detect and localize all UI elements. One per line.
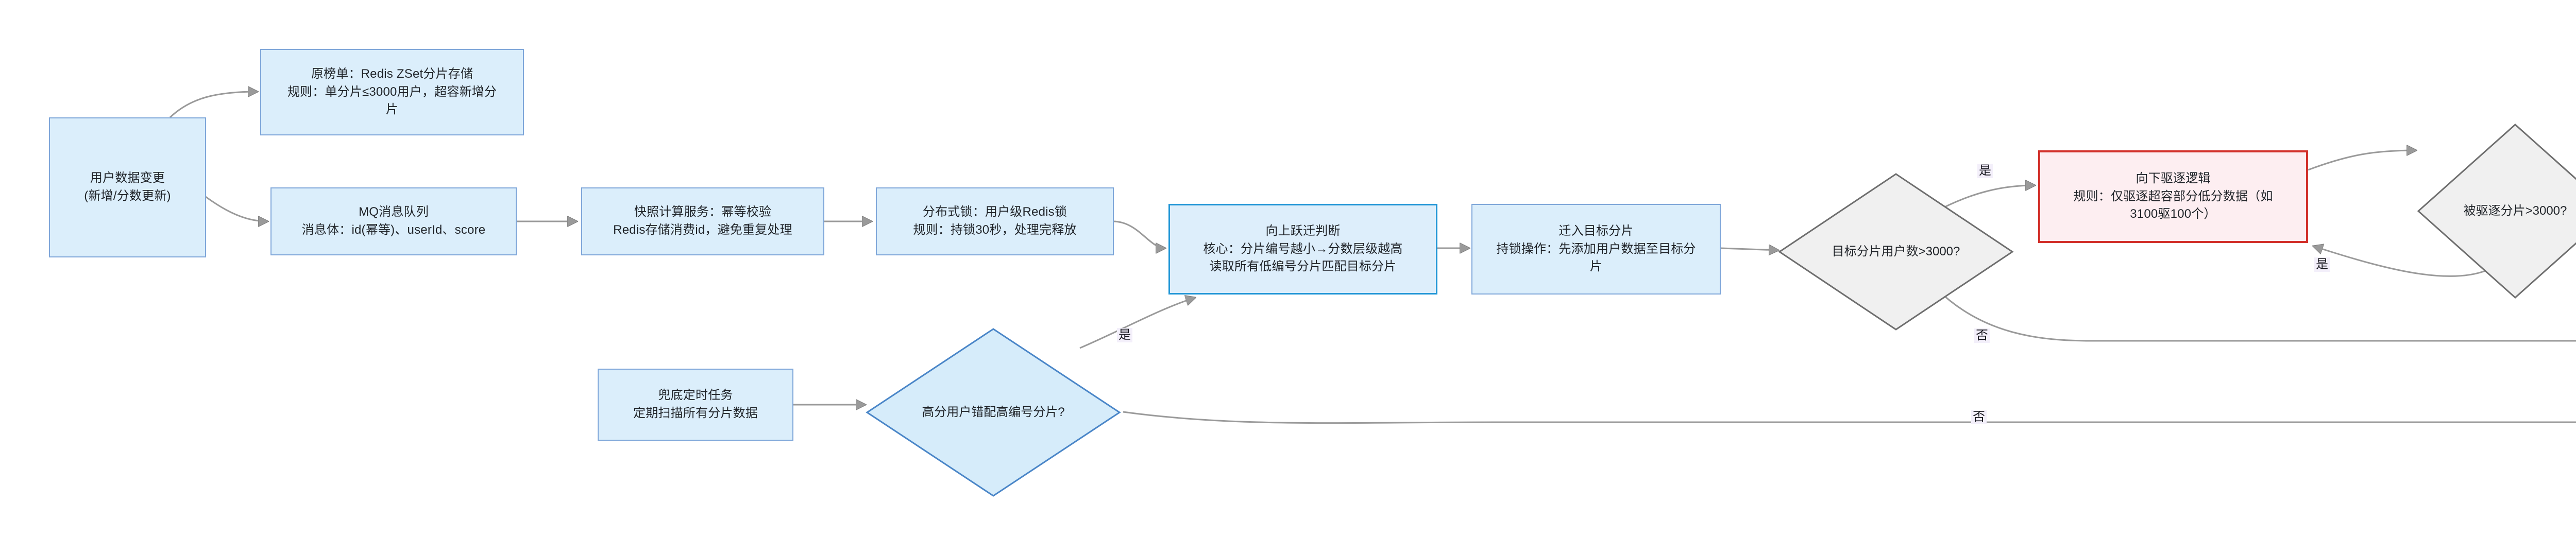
edge-label-mismatch-yes: 是 bbox=[1117, 328, 1132, 342]
node-target-shard-check[interactable]: 目标分片用户数>3000? bbox=[1777, 172, 2014, 332]
node-mq-queue[interactable]: MQ消息队列 消息体：id(幂等)、userId、score bbox=[270, 187, 517, 255]
target-shard-check-shape bbox=[1778, 173, 2014, 331]
node-distributed-lock-line1: 分布式锁：用户级Redis锁 bbox=[922, 205, 1067, 219]
node-mismatch-check[interactable]: 高分用户错配高编号分片? bbox=[866, 327, 1121, 497]
node-fallback-job-line2: 定期扫描所有分片数据 bbox=[633, 406, 758, 420]
node-snapshot-service-line2: Redis存储消费id，避免重复处理 bbox=[613, 223, 792, 237]
node-upward-promotion-line2: 核心：分片编号越小→分数层级越高 bbox=[1203, 241, 1403, 256]
node-distributed-lock-line2: 规则：持锁30秒，处理完释放 bbox=[913, 223, 1077, 237]
node-source-board-note-line1: 原榜单：Redis ZSet分片存储 bbox=[311, 66, 473, 81]
edge-downward-to-evicted bbox=[2308, 150, 2416, 171]
node-mismatch-check-label: 高分用户错配高编号分片? bbox=[922, 405, 1065, 420]
node-fallback-job[interactable]: 兜底定时任务 定期扫描所有分片数据 bbox=[598, 369, 793, 441]
node-migrate-into-target-line1: 迁入目标分片 bbox=[1558, 223, 1634, 238]
node-source-board-note-line2: 规则：单分片≤3000用户，超容新增分 bbox=[287, 84, 497, 99]
node-mq-queue-line2: 消息体：id(幂等)、userId、score bbox=[301, 223, 486, 237]
node-downward-eviction-line2: 规则：仅驱逐超容部分低分数据（如 bbox=[2073, 189, 2273, 203]
node-migrate-into-target[interactable]: 迁入目标分片 持锁操作：先添加用户数据至目标分 片 bbox=[1471, 204, 1721, 295]
node-user-data-change-line1: 用户数据变更 bbox=[90, 171, 165, 185]
edge-lock-to-upward bbox=[1112, 220, 1165, 248]
node-source-board-note[interactable]: 原榜单：Redis ZSet分片存储 规则：单分片≤3000用户，超容新增分 片 bbox=[260, 49, 524, 135]
node-evicted-shard-check-label: 被驱逐分片>3000? bbox=[2463, 204, 2567, 218]
node-user-data-change[interactable]: 用户数据变更 (新增/分数更新) bbox=[49, 117, 206, 257]
edge-mismatch-no bbox=[1123, 411, 2576, 424]
edge-label-target-no: 否 bbox=[1974, 328, 1990, 343]
node-fallback-job-line1: 兜底定时任务 bbox=[658, 388, 733, 403]
node-user-data-change-line2: (新增/分数更新) bbox=[84, 189, 171, 203]
node-snapshot-service-line1: 快照计算服务：幂等校验 bbox=[634, 205, 772, 219]
edge-change-to-note bbox=[169, 92, 258, 118]
node-mq-queue-line1: MQ消息队列 bbox=[359, 205, 429, 219]
edge-label-mismatch-no: 否 bbox=[1971, 410, 1987, 424]
node-migrate-into-target-line2: 持锁操作：先添加用户数据至目标分 bbox=[1496, 241, 1696, 256]
edge-migrate-to-target bbox=[1720, 248, 1778, 250]
edge-label-target-yes: 是 bbox=[1977, 164, 1993, 178]
mismatch-check-shape bbox=[866, 328, 1121, 497]
node-upward-promotion-line1: 向上跃迁判断 bbox=[1265, 223, 1341, 238]
node-source-board-note-line3: 片 bbox=[385, 102, 399, 117]
node-snapshot-service[interactable]: 快照计算服务：幂等校验 Redis存储消费id，避免重复处理 bbox=[581, 187, 824, 255]
node-migrate-into-target-line3: 片 bbox=[1589, 259, 1603, 274]
edge-label-evicted-yes: 是 bbox=[2314, 257, 2330, 272]
evicted-shard-check-shape bbox=[2417, 123, 2576, 299]
node-target-shard-check-label: 目标分片用户数>3000? bbox=[1832, 245, 1960, 259]
node-upward-promotion[interactable]: 向上跃迁判断 核心：分片编号越小→分数层级越高 读取所有低编号分片匹配目标分片 bbox=[1168, 204, 1437, 295]
node-evicted-shard-check[interactable]: 被驱逐分片>3000? bbox=[2416, 123, 2576, 300]
node-distributed-lock[interactable]: 分布式锁：用户级Redis锁 规则：持锁30秒，处理完释放 bbox=[876, 187, 1114, 255]
node-upward-promotion-line3: 读取所有低编号分片匹配目标分片 bbox=[1209, 259, 1397, 274]
node-downward-eviction-line3: 3100驱100个） bbox=[2130, 207, 2216, 221]
node-downward-eviction-line1: 向下驱逐逻辑 bbox=[2136, 171, 2211, 185]
node-downward-eviction[interactable]: 向下驱逐逻辑 规则：仅驱逐超容部分低分数据（如 3100驱100个） bbox=[2038, 150, 2308, 243]
